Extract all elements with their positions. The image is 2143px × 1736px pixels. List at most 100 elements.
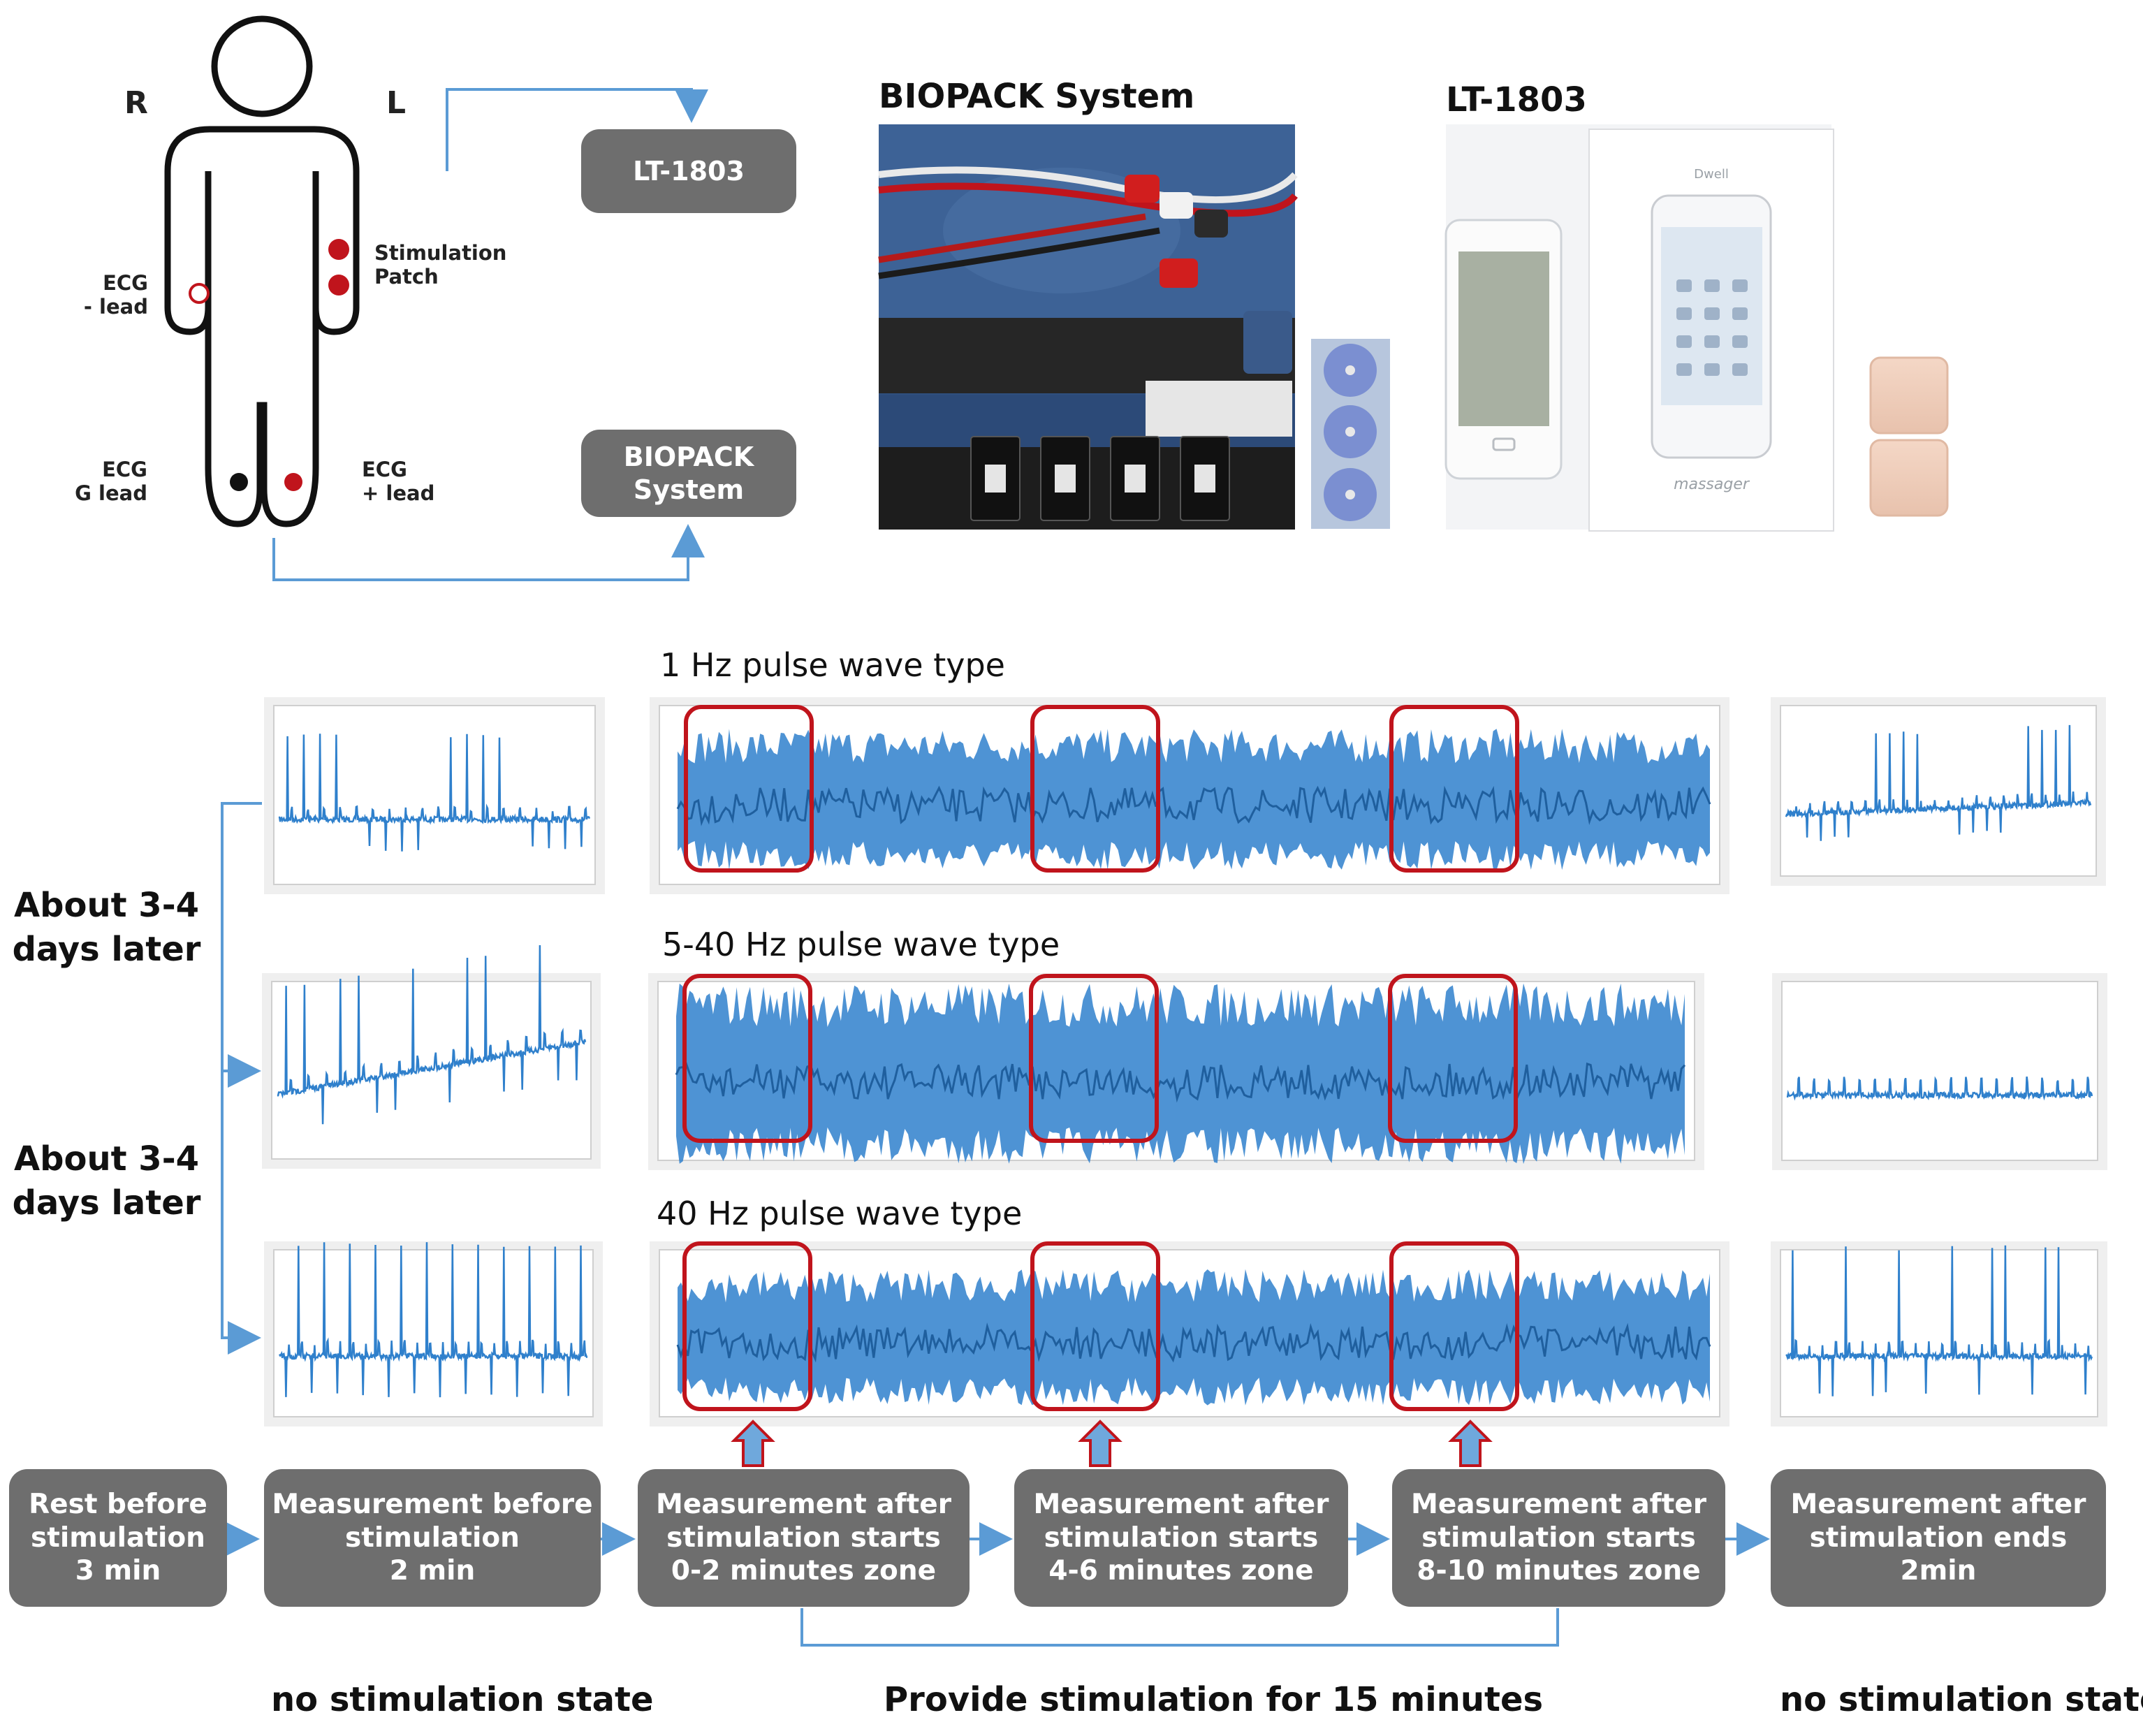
step6-line2: stimulation ends	[1809, 1522, 2068, 1554]
row2-post-trace	[1786, 1076, 2093, 1101]
ecg-minus-label: ECG - lead	[70, 271, 148, 319]
ecg-plus-line1: ECG	[362, 458, 407, 481]
ecg-g-line1: ECG	[102, 458, 147, 481]
row3-zone-8-10	[1389, 1241, 1519, 1411]
step2-line2: stimulation	[345, 1522, 520, 1554]
row3-zone-0-2	[682, 1241, 812, 1411]
row1-post-panel-plot-area	[1780, 705, 2097, 877]
interval-2-line2: days later	[12, 1183, 201, 1223]
interval-1-line2: days later	[12, 930, 201, 970]
ecg-minus-electrode	[189, 283, 210, 304]
row3-pre-trace	[278, 1242, 588, 1398]
device-lt1803-box: LT-1803	[581, 129, 796, 213]
state-pre-label: no stimulation state	[271, 1680, 654, 1719]
stimulation-span-bracket	[800, 1608, 1559, 1647]
row3-zone-4-6	[1030, 1241, 1160, 1411]
biopack-photo	[878, 124, 1298, 530]
interval-2-line1: About 3-4	[13, 1139, 200, 1179]
flow-step-4-6: Measurement after stimulation starts 4-6…	[1014, 1469, 1348, 1607]
signal-panels	[262, 697, 2107, 1427]
stim-patch-line1: Stimulation	[374, 241, 507, 265]
ecg-electrode-strip-photo	[1311, 339, 1390, 529]
step3-line1: Measurement after	[656, 1489, 951, 1521]
flow-step-8-10: Measurement after stimulation starts 8-1…	[1392, 1469, 1725, 1607]
step3-line2: stimulation starts	[666, 1522, 941, 1554]
biopack-line1: BIOPACK	[623, 442, 754, 473]
up-arrow-icon	[1448, 1420, 1493, 1467]
flow-step-rest: Rest before stimulation 3 min	[9, 1469, 227, 1607]
row1-stim-trace	[678, 729, 1710, 870]
row2-zone-8-10	[1388, 974, 1518, 1143]
step6-line1: Measurement after	[1790, 1489, 2086, 1521]
step4-line2: stimulation starts	[1044, 1522, 1319, 1554]
interval-1-line1: About 3-4	[13, 886, 200, 925]
ecg-plus-label: ECG + lead	[362, 458, 434, 505]
row2-post-panel-plot-area	[1781, 981, 2098, 1161]
row1-pre-panel-plot-area	[273, 705, 596, 885]
row1-post-trace	[1785, 724, 2092, 841]
row2-pre-panel-plot-area	[271, 981, 592, 1160]
step1-line3: 3 min	[75, 1555, 161, 1587]
row3-pre-panel-plot-area	[273, 1249, 594, 1417]
step6-line3: 2min	[1900, 1555, 1977, 1587]
up-arrow-icon	[1078, 1420, 1122, 1467]
step5-line2: stimulation starts	[1421, 1522, 1696, 1554]
up-arrow-icon	[731, 1420, 775, 1467]
row1-title: 1 Hz pulse wave type	[660, 646, 1005, 684]
massager-brand: Dwell	[1694, 167, 1729, 182]
human-body-figure	[164, 15, 360, 527]
ecg-g-label: ECG G lead	[66, 458, 147, 505]
stimulation-patch-label: Stimulation Patch	[374, 241, 506, 289]
row2-pre-trace	[277, 944, 587, 1125]
biopack-line2: System	[633, 474, 745, 505]
stimulation-pads-photo	[1864, 353, 1956, 527]
step1-line1: Rest before	[29, 1489, 207, 1521]
flow-step-0-2: Measurement after stimulation starts 0-2…	[638, 1469, 970, 1607]
step2-line3: 2 min	[389, 1555, 476, 1587]
interval-label-1: About 3-4 days later	[7, 884, 206, 972]
row3-stim-trace-core	[676, 1322, 1711, 1363]
ecg-minus-line2: - lead	[83, 295, 148, 319]
row2-title: 5-40 Hz pulse wave type	[662, 926, 1060, 963]
flow-step-before: Measurement before stimulation 2 min	[264, 1469, 601, 1607]
row3-post-panel-plot-area	[1780, 1249, 2098, 1417]
step4-line3: 4-6 minutes zone	[1048, 1555, 1314, 1587]
lt1803-photo: Dwell massager	[1444, 124, 1834, 532]
timepoint-arrows	[731, 1420, 1493, 1467]
row2-zone-4-6	[1029, 974, 1159, 1143]
side-right-label: R	[124, 85, 148, 121]
stimulation-patch-lower	[328, 275, 349, 296]
device-biopack-box: BIOPACK System	[581, 430, 796, 517]
step2-line1: Measurement before	[272, 1489, 593, 1521]
ecg-g-line2: G lead	[75, 481, 147, 506]
ecg-plus-line2: + lead	[362, 481, 435, 506]
ecg-g-electrode	[230, 473, 248, 491]
row3-stim-trace	[678, 1269, 1710, 1406]
step5-line1: Measurement after	[1411, 1489, 1706, 1521]
row1-stim-trace-core	[676, 785, 1711, 826]
biopack-photo-title: BIOPACK System	[879, 77, 1195, 116]
side-left-label: L	[386, 85, 407, 121]
row3-post-trace	[1785, 1245, 2093, 1396]
row3-title: 40 Hz pulse wave type	[657, 1195, 1023, 1232]
state-during-label: Provide stimulation for 15 minutes	[884, 1680, 1544, 1719]
step4-line1: Measurement after	[1033, 1489, 1329, 1521]
ecg-plus-electrode	[284, 473, 302, 491]
stim-patch-line2: Patch	[374, 265, 439, 289]
step3-line3: 0-2 minutes zone	[671, 1555, 937, 1587]
lt1803-photo-title: LT-1803	[1446, 80, 1587, 119]
connector-to-lt1803	[446, 88, 708, 171]
interval-label-2: About 3-4 days later	[7, 1137, 206, 1226]
stimulation-patch-upper	[328, 239, 349, 260]
row1-zone-8-10	[1389, 705, 1519, 873]
row2-stim-trace	[676, 983, 1685, 1165]
row1-zone-0-2	[684, 705, 814, 873]
step5-line3: 8-10 minutes zone	[1417, 1555, 1701, 1587]
row1-pre-trace	[278, 734, 591, 852]
row2-zone-0-2	[682, 974, 812, 1143]
row1-zone-4-6	[1030, 705, 1160, 873]
interval-bracket	[221, 802, 262, 1355]
connector-to-biopack	[272, 524, 705, 581]
step1-line2: stimulation	[31, 1522, 205, 1554]
